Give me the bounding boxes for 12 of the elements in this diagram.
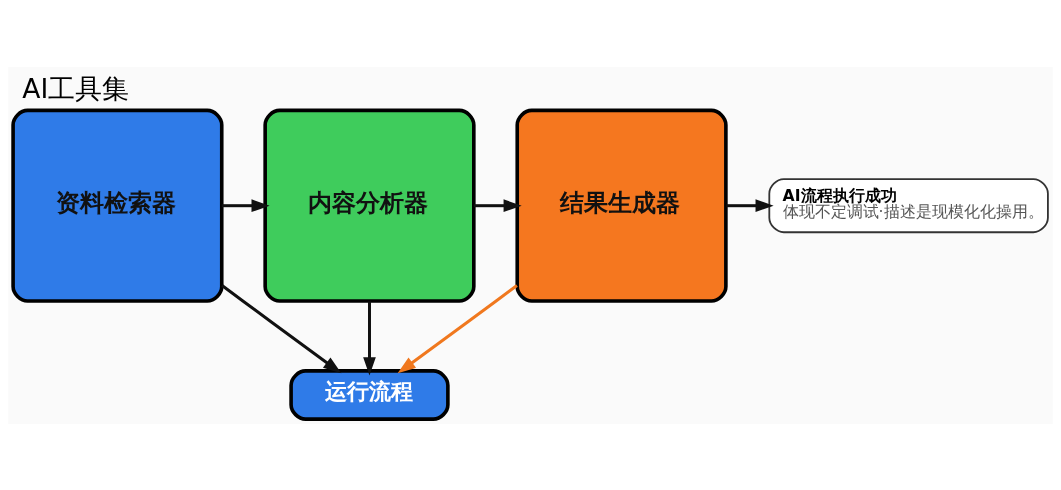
arrow [397,283,518,373]
node-box: 内容分析器 [263,108,476,303]
arrow [726,198,774,212]
arrow [221,283,342,373]
node-box: 运行流程 [289,368,450,421]
diagram-title: AI工具集 [22,72,130,104]
arrow [473,198,522,212]
arrow [221,198,270,212]
arrow [363,300,376,375]
node-box: 结果生成器 [515,108,728,303]
node-box: AI流程执行成功 体现不定调试·描述是现模化化操用。 [768,177,1049,233]
node-box: 资料检索器 [11,108,224,303]
